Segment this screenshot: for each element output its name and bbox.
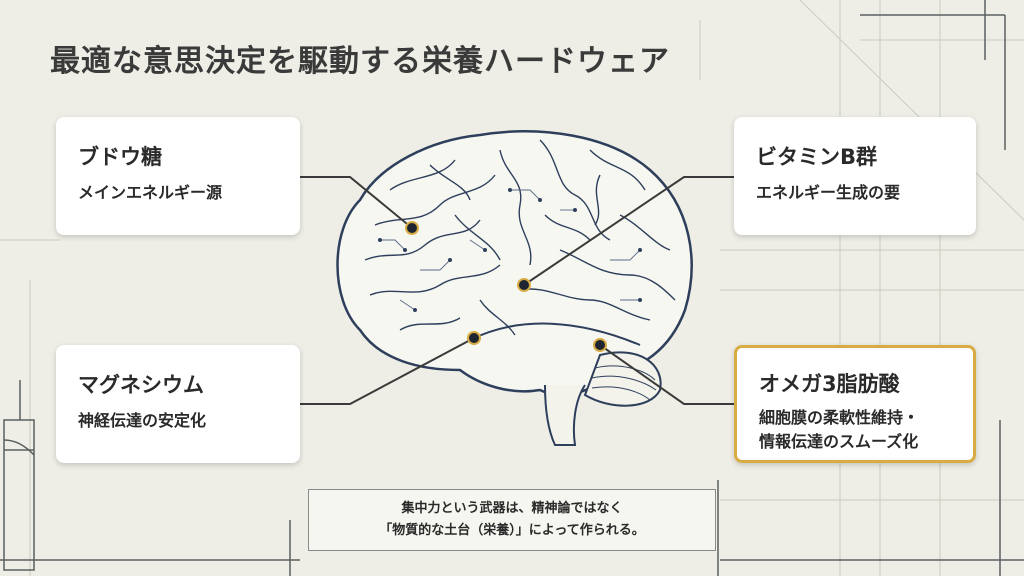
connector-magnesium: [300, 337, 475, 405]
card-glucose-desc: メインエネルギー源: [78, 183, 223, 202]
node-vitamin-b: [517, 278, 531, 292]
card-magnesium-title: マグネシウム: [78, 373, 204, 397]
card-glucose-title: ブドウ糖: [78, 145, 162, 169]
connector-glucose: [300, 176, 413, 229]
card-omega3: オメガ3脂肪酸 細胞膜の柔軟性維持・ 情報伝達のスムーズ化: [734, 345, 976, 463]
card-vitamin-b-desc: エネルギー生成の要: [756, 183, 901, 202]
node-glucose: [405, 221, 419, 235]
card-glucose: ブドウ糖 メインエネルギー源: [56, 117, 300, 235]
card-omega3-desc-line2: 情報伝達のスムーズ化: [759, 432, 919, 451]
connector-omega3: [599, 344, 734, 405]
card-omega3-desc-line1: 細胞膜の柔軟性維持・: [759, 408, 920, 427]
card-magnesium: マグネシウム 神経伝達の安定化: [56, 345, 300, 463]
connector-vitamin-b: [523, 176, 734, 286]
summary-note: 集中力という武器は、精神論ではなく 「物質的な土台（栄養）」によって作られる。: [308, 489, 716, 551]
card-magnesium-desc: 神経伝達の安定化: [78, 411, 207, 430]
node-omega3: [593, 338, 607, 352]
card-omega3-title: オメガ3脂肪酸: [759, 372, 900, 396]
node-magnesium: [467, 331, 481, 345]
card-vitamin-b-title: ビタミンB群: [756, 145, 878, 169]
summary-note-line2: 「物質的な土台（栄養）」によって作られる。: [379, 523, 645, 539]
page-title: 最適な意思決定を駆動する栄養ハードウェア: [50, 44, 670, 79]
card-vitamin-b: ビタミンB群 エネルギー生成の要: [734, 117, 976, 235]
card-omega3-desc: 細胞膜の柔軟性維持・ 情報伝達のスムーズ化: [759, 406, 953, 454]
summary-note-line1: 集中力という武器は、精神論ではなく: [401, 501, 623, 516]
